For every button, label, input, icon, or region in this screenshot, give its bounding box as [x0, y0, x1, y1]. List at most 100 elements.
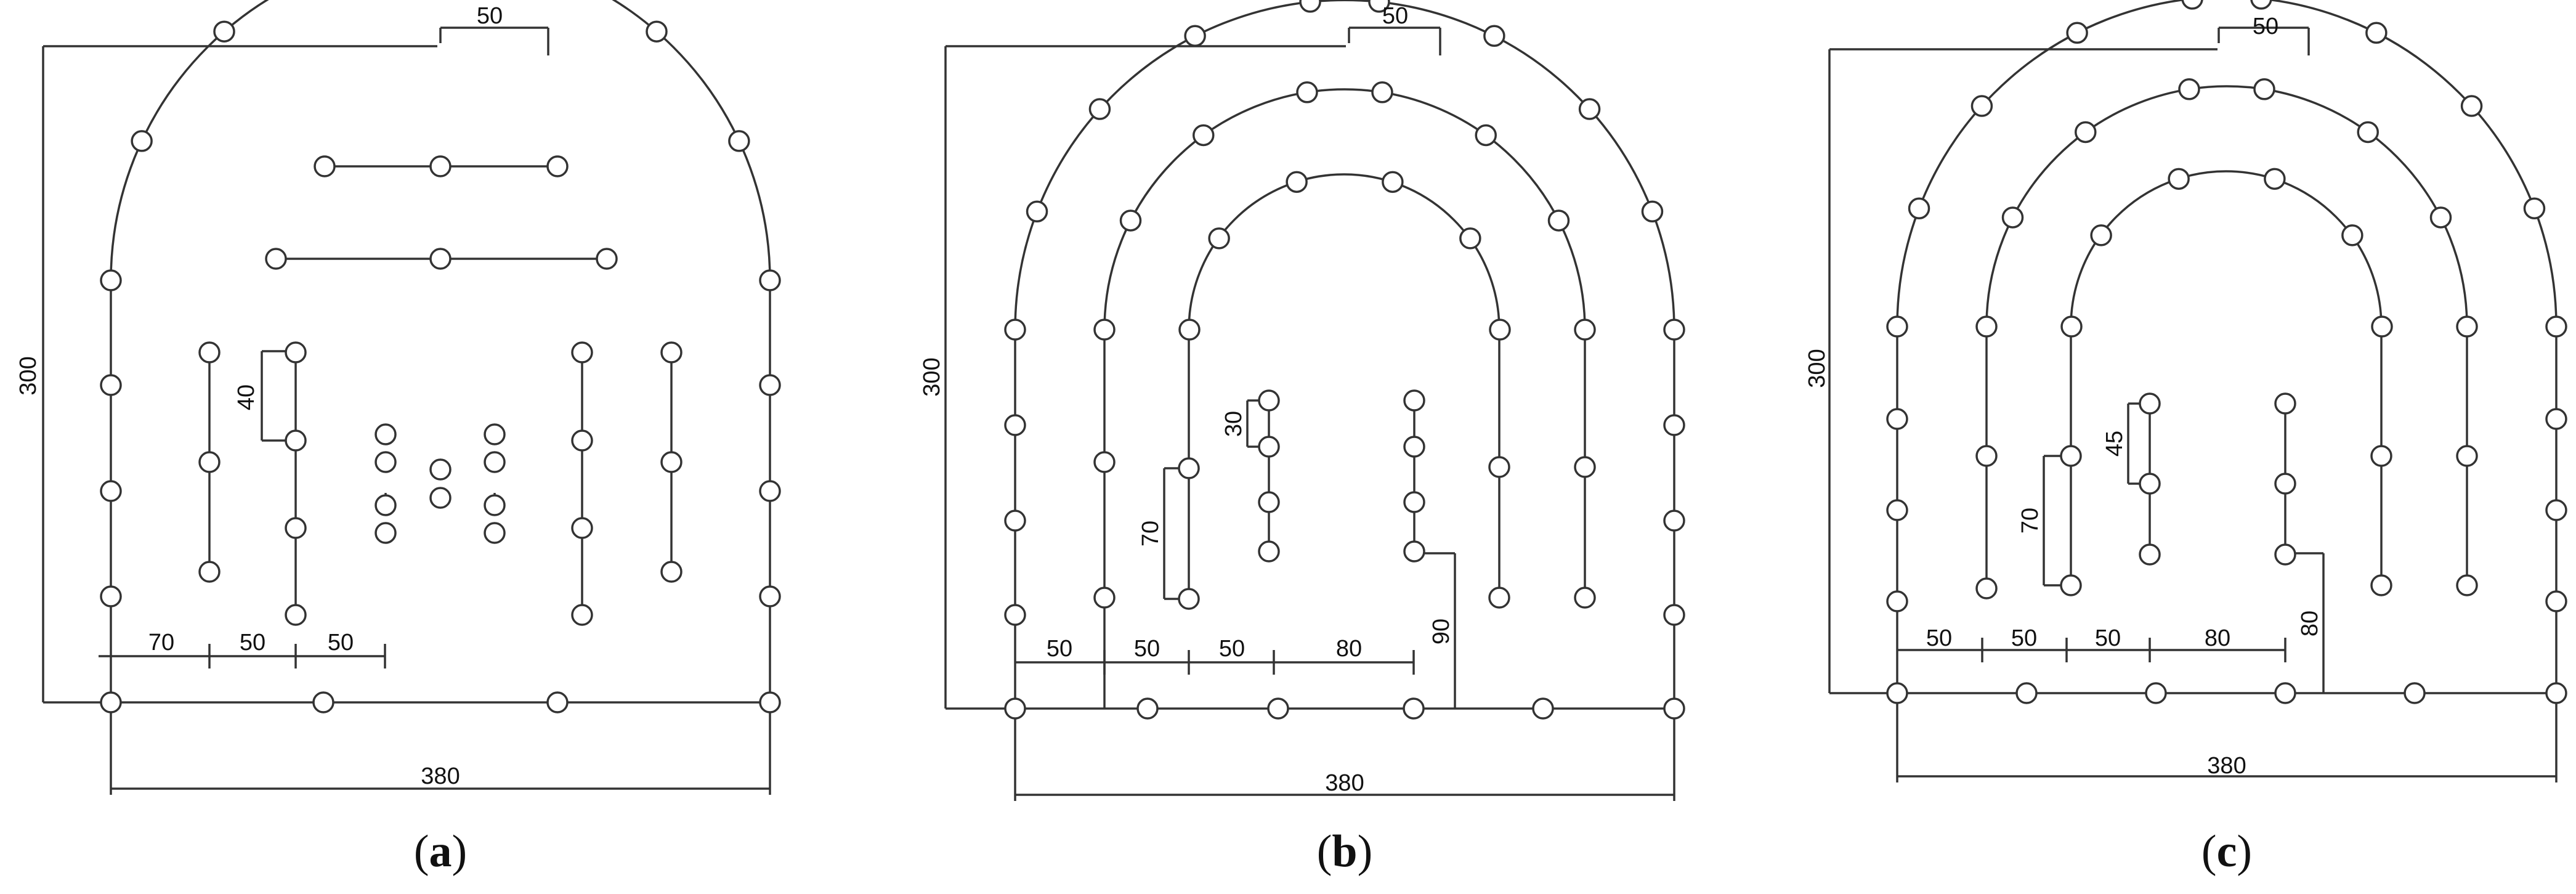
blast-hole [1403, 491, 1425, 513]
blast-hole [1258, 540, 1280, 563]
bottom-dim-2: 50 [240, 630, 265, 656]
blast-hole [1403, 697, 1425, 720]
blast-hole [1475, 124, 1497, 147]
blast-hole [1296, 81, 1318, 104]
blast-hole [728, 130, 750, 152]
blast-hole [2075, 121, 2097, 144]
blast-hole [1178, 319, 1201, 341]
blast-hole [1663, 697, 1685, 720]
blast-hole [2178, 78, 2200, 100]
blast-hole [484, 494, 506, 516]
figure-c: 50 300 45 70 80 50 50 50 80 380 [1804, 0, 2567, 782]
dimension-lines-c [1828, 26, 2558, 782]
blast-hole [1178, 588, 1200, 610]
blast-hole [1970, 95, 1993, 117]
blast-hole [213, 20, 235, 43]
blast-hole [1193, 124, 1215, 147]
blast-hole [1975, 445, 1998, 467]
blast-hole [2357, 121, 2379, 144]
blast-hole [1382, 171, 1404, 193]
blast-hole [100, 269, 122, 291]
blast-hole [2545, 315, 2567, 338]
blast-hole [1886, 408, 1908, 430]
figure-b: 50 300 30 70 90 50 50 50 80 380 [919, 0, 1685, 801]
blast-hole [2090, 224, 2112, 246]
bottom-dim-2: 50 [2011, 625, 2037, 651]
blast-hole [1258, 491, 1280, 513]
bottom-dim-3: 50 [1219, 636, 1245, 662]
blast-hole [429, 487, 452, 509]
blast-hole [646, 20, 668, 43]
holes-a [100, 20, 781, 713]
blast-hole [131, 130, 153, 152]
blast-hole [1886, 682, 1908, 704]
top-arc-label: 50 [477, 3, 503, 29]
blast-hole [571, 604, 593, 626]
blast-hole [1093, 451, 1116, 473]
blast-hole [2274, 473, 2296, 495]
width-label: 380 [2207, 753, 2246, 779]
blast-hole [2523, 197, 2546, 220]
top-arc-label: 50 [1382, 3, 1408, 29]
blast-hole [1532, 697, 1554, 720]
bottom-dim-3: 50 [328, 630, 354, 656]
labels-a: 50 300 40 70 50 50 380 [15, 3, 503, 789]
blast-hole [1004, 414, 1026, 436]
blast-hole [1184, 25, 1206, 47]
blast-hole [2139, 543, 2161, 566]
blast-hole [2545, 682, 2567, 704]
blast-hole [2545, 590, 2567, 612]
blast-hole [1136, 697, 1159, 720]
blast-hole [312, 691, 334, 713]
blast-hole [571, 517, 593, 539]
blast-hole [375, 451, 397, 473]
hole-spacing-label: 30 [1221, 411, 1247, 437]
blast-hole [1459, 227, 1481, 250]
blast-hole [1663, 319, 1685, 341]
blast-hole [1663, 414, 1685, 436]
blast-hole [2060, 574, 2082, 596]
blast-hole [1286, 171, 1308, 193]
blast-hole [660, 341, 682, 364]
blast-hole [2429, 206, 2452, 229]
labels-c: 50 300 45 70 80 50 50 50 80 380 [1804, 14, 2323, 779]
blast-hole [1368, 0, 1390, 13]
hole-connections-b [1268, 400, 1416, 551]
bottom-dim-1: 70 [148, 630, 174, 656]
blast-hole [660, 561, 682, 583]
blast-hole [198, 341, 221, 364]
blast-hole [2253, 78, 2275, 100]
blast-hole [571, 429, 593, 452]
blast-hole [2404, 682, 2426, 704]
blast-hole [1574, 587, 1596, 609]
blast-hole [1026, 200, 1048, 223]
blast-hole [1208, 227, 1230, 250]
top-arc-label: 50 [2253, 14, 2278, 39]
blast-hole [546, 155, 569, 177]
blast-hole [1004, 510, 1026, 532]
blast-hole [375, 423, 397, 445]
blast-hole [759, 374, 781, 396]
height-label: 300 [1804, 349, 1830, 388]
blast-hole [2545, 408, 2567, 430]
figure-a: 50 300 40 70 50 50 380 [15, 0, 781, 795]
blast-hole [571, 341, 593, 364]
blast-hole [285, 341, 307, 364]
blast-hole [1488, 456, 1510, 478]
tunnel-profile-b-outer [1014, 0, 1675, 710]
blast-hole [198, 561, 221, 583]
blast-hole [660, 451, 682, 473]
blast-hole [2274, 682, 2296, 704]
blast-hole [100, 585, 122, 608]
blast-hole [759, 691, 781, 713]
blast-hole [1119, 209, 1142, 232]
blast-hole [2015, 682, 2038, 704]
blast-hole [1371, 81, 1393, 104]
tunnel-profile-b-inner [1188, 173, 1501, 599]
blast-hole [2168, 168, 2190, 190]
blast-hole [1641, 200, 1664, 223]
blast-hole [1088, 98, 1111, 120]
blast-hole [1267, 697, 1289, 720]
left-gap-label: 70 [2017, 508, 2043, 534]
blast-hole [2145, 682, 2167, 704]
